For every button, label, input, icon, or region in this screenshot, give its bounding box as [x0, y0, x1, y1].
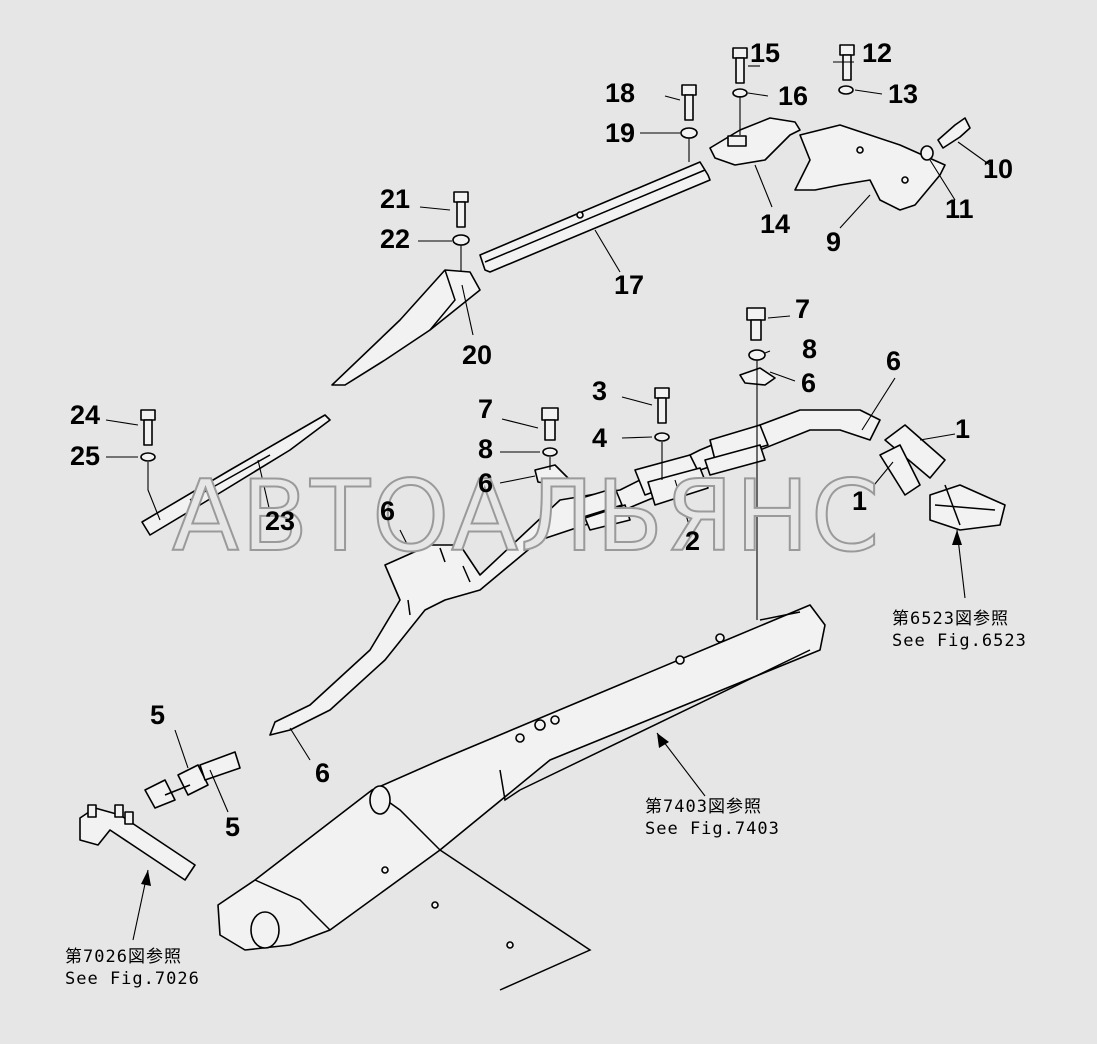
- callout-14: 14: [760, 209, 790, 239]
- callout-18: 18: [605, 78, 635, 108]
- callout-11: 11: [945, 194, 974, 224]
- fittings-lower-left: [144, 751, 241, 809]
- bolt-7-right: [746, 307, 766, 341]
- bolt-10: [937, 117, 971, 149]
- callout-6c: 6: [478, 468, 493, 498]
- bolt-15: [732, 47, 748, 84]
- ref-fig7403-en: See Fig.7403: [645, 819, 780, 839]
- leader-lines: [105, 61, 991, 941]
- ref-fig6523-jp: 第6523図参照: [892, 609, 1009, 629]
- bracket-fig7026: [79, 804, 196, 881]
- callout-6a: 6: [886, 346, 901, 376]
- callout-15: 15: [750, 38, 780, 68]
- callout-1a: 1: [955, 414, 970, 444]
- ref-fig6523-en: See Fig.6523: [892, 631, 1027, 651]
- fittings-center: [574, 424, 769, 531]
- callout-16: 16: [778, 81, 808, 111]
- ref-fig7403-jp: 第7403図参照: [645, 797, 762, 817]
- washers: [140, 85, 934, 462]
- cover-17: [479, 161, 711, 273]
- bolt-21: [453, 191, 469, 228]
- callout-7a: 7: [795, 294, 810, 324]
- callout-17: 17: [614, 270, 644, 300]
- ref-fig7026-jp: 第7026図参照: [65, 947, 182, 967]
- bolt-18: [681, 84, 697, 121]
- callout-6e: 6: [315, 758, 330, 788]
- callout-13: 13: [888, 79, 918, 109]
- callout-2: 2: [685, 526, 700, 556]
- callout-21: 21: [380, 184, 410, 214]
- bolt-24: [140, 409, 156, 446]
- callout-24: 24: [70, 400, 100, 430]
- callout-25: 25: [70, 441, 100, 471]
- callout-4: 4: [592, 423, 607, 453]
- reference-arrows: [141, 530, 962, 886]
- callout-3: 3: [592, 376, 607, 406]
- callout-7b: 7: [478, 394, 493, 424]
- cover-9: [794, 124, 946, 211]
- callout-8a: 8: [802, 334, 817, 364]
- boom-assembly: [217, 604, 826, 991]
- callout-6b: 6: [801, 368, 816, 398]
- plate-14: [709, 117, 801, 166]
- callout-23: 23: [265, 506, 295, 536]
- bolt-7-left: [541, 407, 559, 441]
- callout-9: 9: [826, 227, 841, 257]
- callout-1b: 1: [852, 486, 867, 516]
- ref-fig7026-en: See Fig.7026: [65, 969, 200, 989]
- callout-5a: 5: [150, 700, 165, 730]
- cover-20: [331, 269, 481, 386]
- bolt-3: [654, 387, 670, 424]
- callout-22: 22: [380, 224, 410, 254]
- fittings-upper-right: [879, 424, 1006, 531]
- cover-23: [141, 414, 331, 536]
- bolt-12: [839, 44, 855, 81]
- watermark: АВТОАЛЬЯНС: [172, 460, 881, 574]
- callout-20: 20: [462, 340, 492, 370]
- callout-5b: 5: [225, 812, 240, 842]
- callout-10: 10: [983, 154, 1013, 184]
- callout-12: 12: [862, 38, 892, 68]
- callout-19: 19: [605, 118, 635, 148]
- callout-6d: 6: [380, 496, 395, 526]
- callout-8b: 8: [478, 434, 493, 464]
